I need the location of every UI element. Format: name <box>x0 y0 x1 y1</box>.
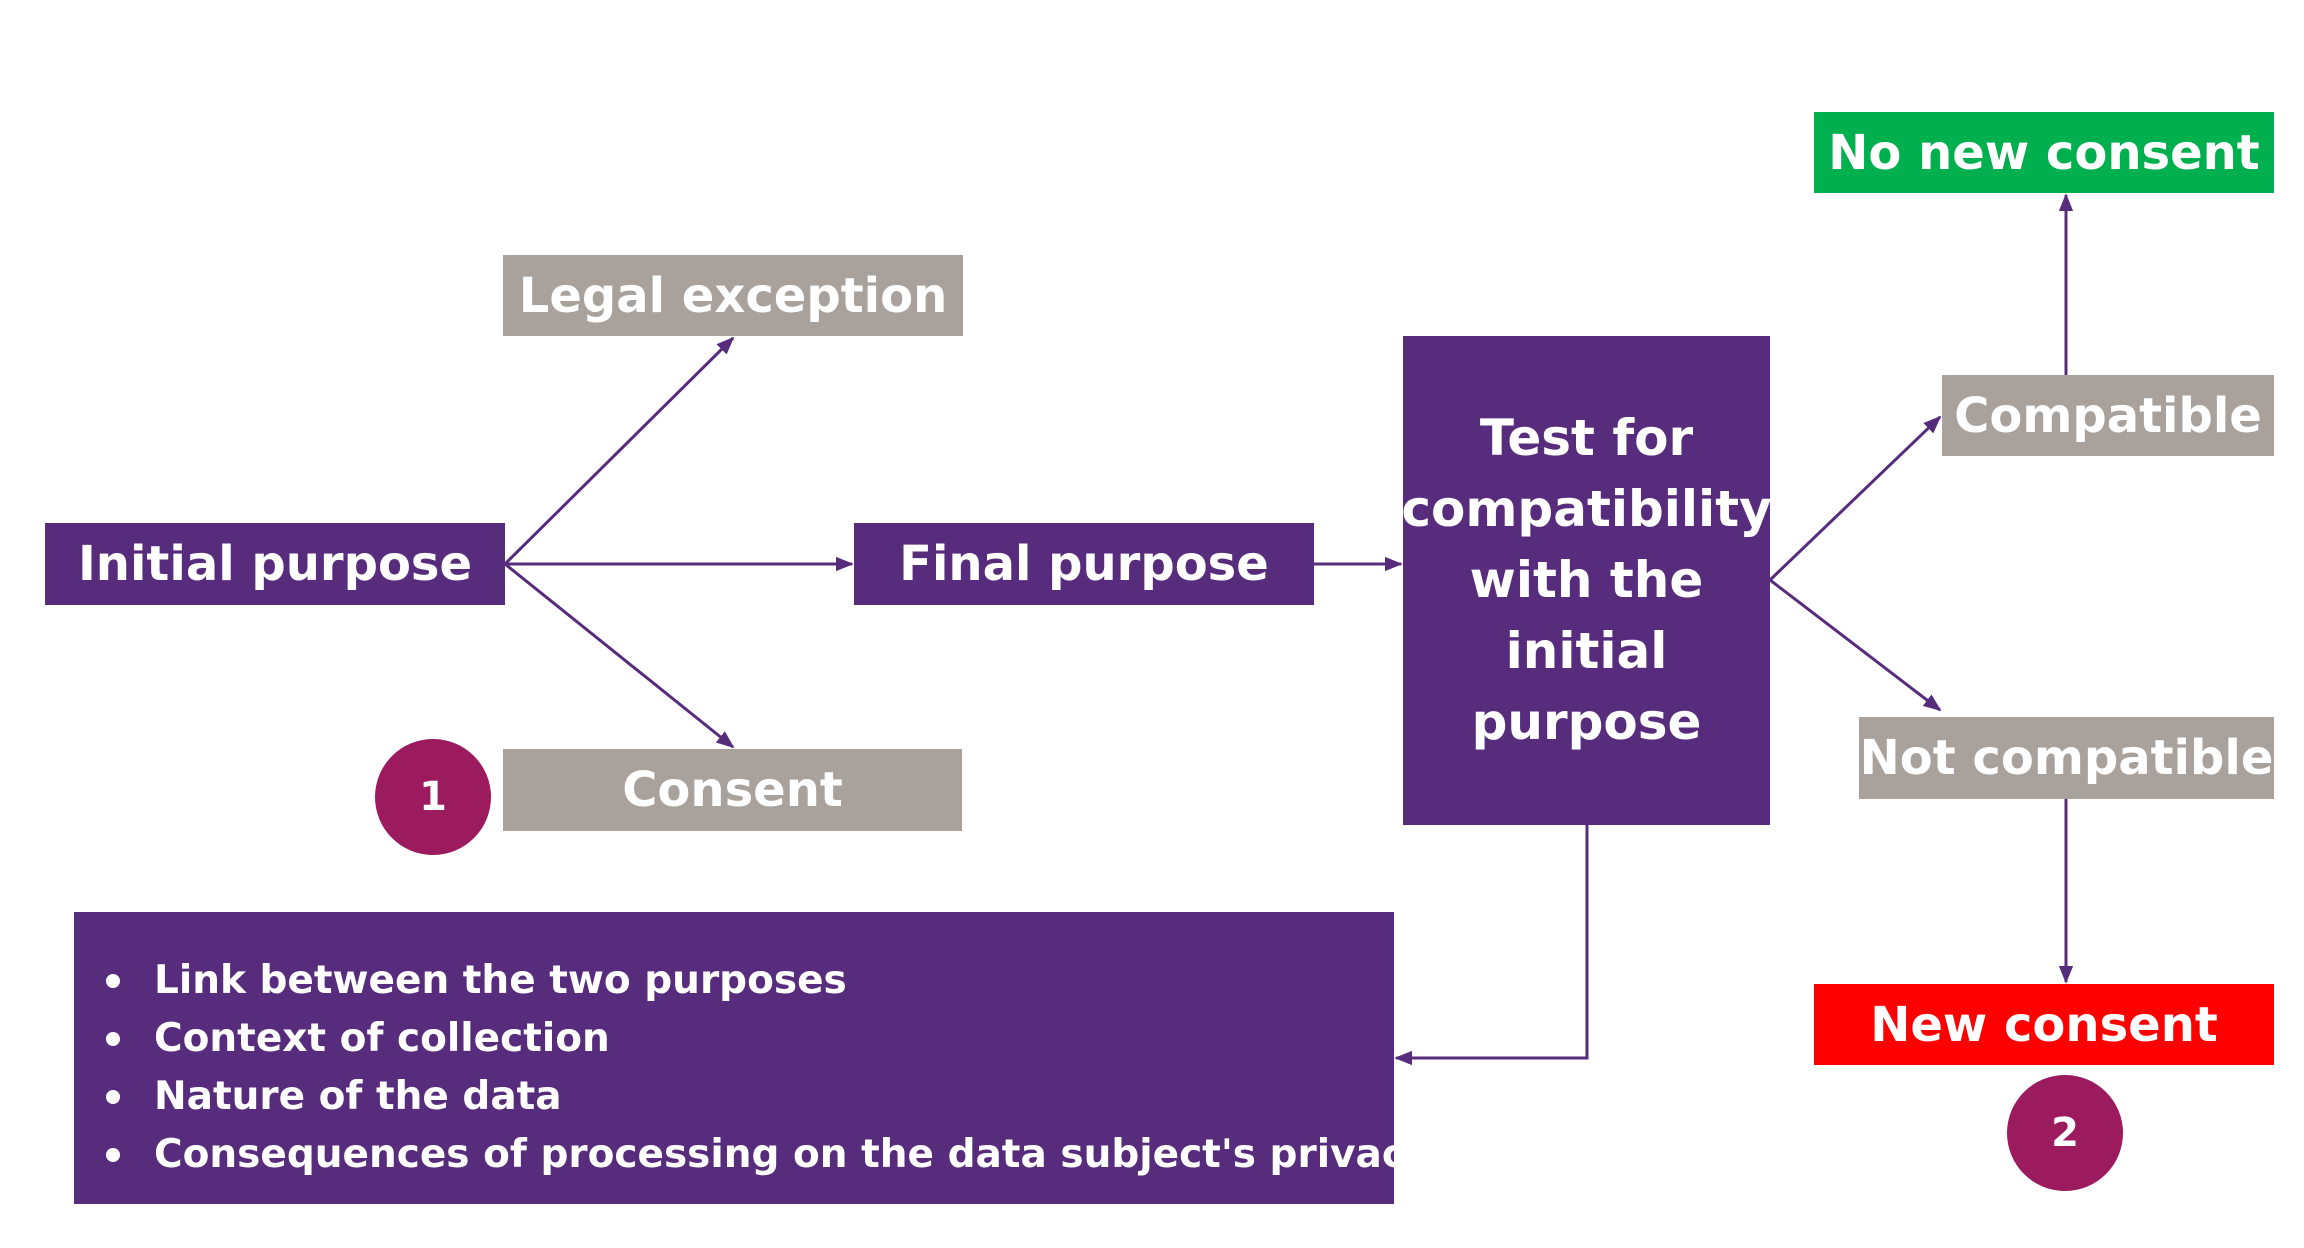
criteria-item: Nature of the data <box>106 1068 1394 1126</box>
bullet-icon <box>106 1090 120 1104</box>
no-new-consent-label: No new consent <box>1828 124 2260 181</box>
initial-purpose-box: Initial purpose <box>45 523 505 605</box>
criteria-item-text: Nature of the data <box>154 1074 562 1119</box>
final-purpose-box: Final purpose <box>854 523 1314 605</box>
criteria-item-text: Context of collection <box>154 1016 610 1061</box>
criteria-item-text: Link between the two purposes <box>154 958 847 1003</box>
legal-exception-label: Legal exception <box>518 267 948 324</box>
bullet-icon <box>106 1148 120 1162</box>
compatible-label: Compatible <box>1954 387 2262 444</box>
criteria-item-text: Consequences of processing on the data s… <box>154 1132 1431 1177</box>
bullet-icon <box>106 974 120 988</box>
consent-box: Consent <box>503 749 962 831</box>
criteria-item: Consequences of processing on the data s… <box>106 1126 1430 1184</box>
no-new-consent-box: No new consent <box>1814 112 2274 193</box>
step-badge-1-label: 1 <box>419 774 447 820</box>
not-compatible-box: Not compatible <box>1859 717 2274 799</box>
bullet-icon <box>106 1032 120 1046</box>
compatibility-criteria-box: Link between the two purposes Context of… <box>74 912 1430 1204</box>
step-badge-1: 1 <box>375 739 491 855</box>
step-badge-2-label: 2 <box>2051 1110 2079 1156</box>
not-compatible-label: Not compatible <box>1859 730 2274 786</box>
criteria-list: Link between the two purposes Context of… <box>106 952 1430 1184</box>
final-purpose-label: Final purpose <box>899 536 1269 592</box>
arrow-initial-to-consent <box>504 562 735 749</box>
step-badge-2: 2 <box>2007 1075 2123 1191</box>
initial-purpose-label: Initial purpose <box>77 536 473 592</box>
compatibility-test-label: Test for compatibility with the initial … <box>1401 409 1772 751</box>
criteria-item: Context of collection <box>106 1010 1394 1068</box>
criteria-item: Link between the two purposes <box>106 952 1394 1010</box>
arrow-test-to-criteria <box>1394 825 1589 1066</box>
compatibility-test-box: Test for compatibility with the initial … <box>1401 336 1772 825</box>
arrow-initial-to-legal <box>503 336 735 566</box>
new-consent-box: New consent <box>1814 984 2274 1065</box>
arrow-test-to-compatible <box>1768 415 1942 582</box>
consent-label: Consent <box>622 762 843 818</box>
new-consent-label: New consent <box>1870 996 2218 1053</box>
legal-exception-box: Legal exception <box>503 255 963 336</box>
compatible-box: Compatible <box>1942 375 2274 456</box>
arrow-test-to-notcompatible <box>1769 578 1942 712</box>
